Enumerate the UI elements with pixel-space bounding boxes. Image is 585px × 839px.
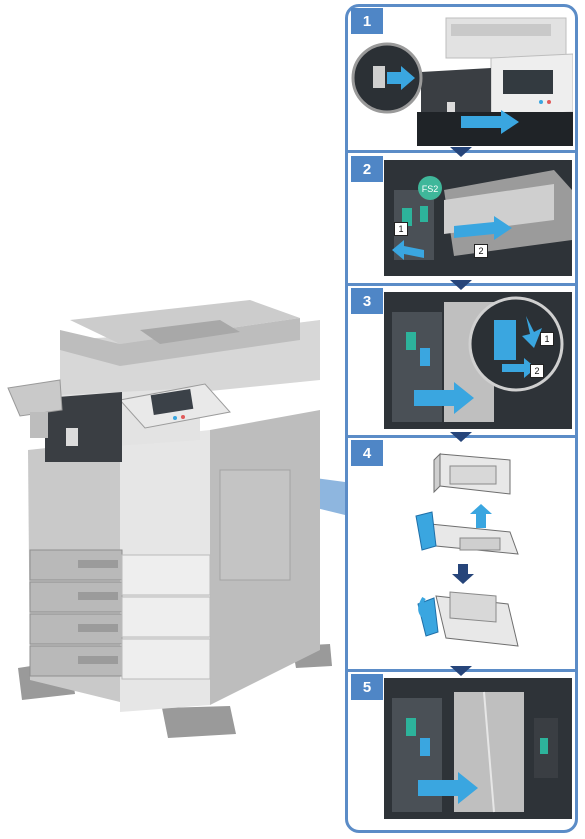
step-4-illustration <box>415 452 519 647</box>
step-3-illustration <box>392 296 564 422</box>
step-number-badge: 2 <box>351 156 383 182</box>
step-1-illustration <box>351 12 573 146</box>
step-number-badge: 1 <box>351 8 383 34</box>
step-arrow-down <box>450 432 472 442</box>
callout-tag: 1 <box>540 332 554 346</box>
fs2-label: FS2 <box>422 184 439 194</box>
step-number-badge: 5 <box>351 674 383 700</box>
step-5-illustration <box>392 691 558 813</box>
step-arrow-down <box>450 280 472 290</box>
callout-tag: 2 <box>530 364 544 378</box>
callout-tag: 2 <box>474 244 488 258</box>
step-number-badge: 4 <box>351 440 383 466</box>
step-number-badge: 3 <box>351 288 383 314</box>
callout-tag: 1 <box>394 222 408 236</box>
step-arrow-down <box>450 147 472 157</box>
step-arrow-down <box>450 666 472 676</box>
step-2-illustration: FS2 <box>392 170 572 260</box>
